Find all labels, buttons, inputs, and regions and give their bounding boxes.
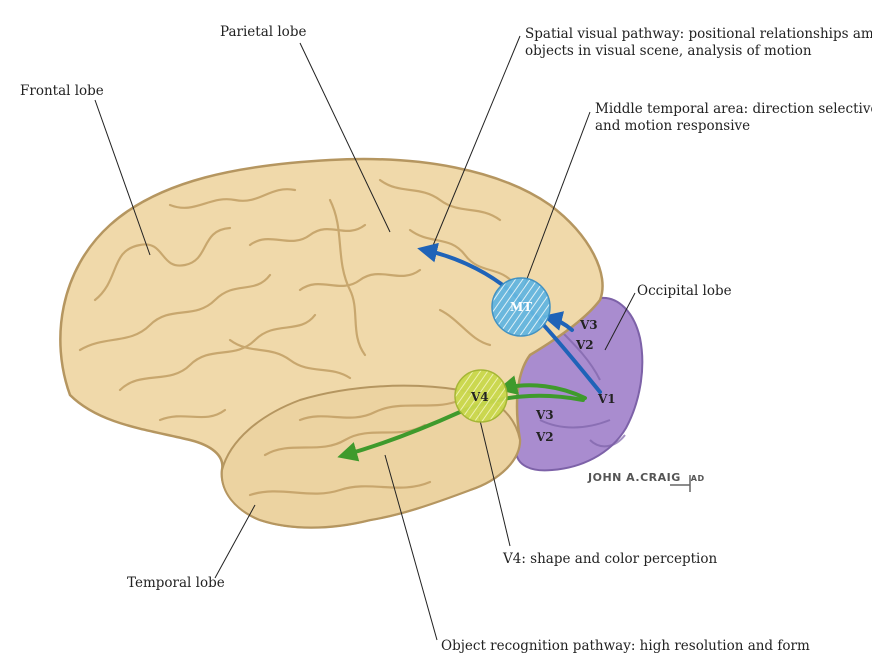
- v3-lower-label: V3: [535, 408, 554, 422]
- mt-description-line2: and motion responsive: [595, 118, 751, 134]
- mt-description-line1: Middle temporal area: direction selectiv…: [595, 101, 872, 117]
- frontal-lobe-label: Frontal lobe: [20, 83, 104, 99]
- v4-label: V4: [470, 390, 489, 404]
- mt-area: [491, 277, 551, 337]
- temporal-lobe-label: Temporal lobe: [127, 575, 225, 591]
- spatial-pathway-label-line2: objects in visual scene, analysis of mot…: [525, 43, 812, 59]
- spatial-pathway-label-line1: Spatial visual pathway: positional relat…: [525, 26, 872, 42]
- v3-to-mt-arrow: [542, 311, 574, 332]
- v4-area: [454, 369, 508, 423]
- v1-label: V1: [597, 392, 616, 406]
- occipital-lobe-label: Occipital lobe: [637, 283, 732, 299]
- parietal-lobe-label: Parietal lobe: [220, 24, 307, 40]
- v3-upper-label: V3: [579, 318, 598, 332]
- v1-to-v4-arrow: [497, 375, 587, 400]
- v2-lower-label: V2: [535, 430, 554, 444]
- v4-description-label: V4: shape and color perception: [503, 551, 718, 567]
- object-pathway-label: Object recognition pathway: high resolut…: [441, 638, 810, 654]
- v2-upper-label: V2: [575, 338, 594, 352]
- mt-label: MT: [510, 300, 532, 314]
